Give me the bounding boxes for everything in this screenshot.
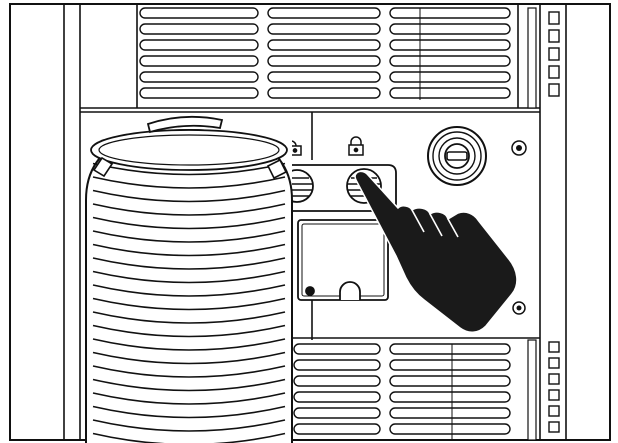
hose-rib [92,189,286,203]
side-rail [527,339,537,441]
louver-slot [293,359,381,371]
louver-slot [389,87,511,99]
outer-border [9,3,611,441]
louver-slot [139,23,259,35]
hose-rib [92,365,286,378]
side-tab [548,83,560,97]
hose-clip-top [146,115,224,134]
louver-slot [267,39,381,51]
louver-slot [389,391,511,403]
cabinet-frame [63,4,567,440]
hose-outline [85,128,293,443]
side-tab [548,357,560,369]
right-side-tabs [527,7,560,441]
side-tab [548,29,560,43]
side-tab [548,11,560,25]
hose-rib [92,284,286,297]
side-tab [548,341,560,353]
louver-slot [139,71,259,83]
louver-slot [389,55,511,67]
hose-rib [92,432,286,443]
louver-slot [389,23,511,35]
louver-slot [267,23,381,35]
hose-rib [92,392,286,405]
hose-rib [92,162,286,176]
screw-right [511,140,527,156]
hose-rib [92,419,286,432]
access-hatch [297,219,389,301]
side-tab [548,389,560,401]
exhaust-hose [85,128,293,443]
hose-rib [92,378,286,392]
hose-rib [92,216,286,230]
louver-slot [267,87,381,99]
bottom-vent-grille [293,343,511,440]
louver-slot [267,55,381,67]
hose-rib [92,257,286,270]
louver-slot [293,343,381,355]
louver-slot [293,391,381,403]
hose-rib [92,324,286,338]
louver-slot [267,7,381,19]
louver-slot [389,39,511,51]
louver-slot [139,55,259,67]
louver-slot [389,359,511,371]
hose-rib [92,311,286,324]
hose-rib [92,405,286,419]
side-tab [548,405,560,417]
louver-slot [293,423,381,435]
louver-slot [293,407,381,419]
hose-rib [92,338,286,351]
hose-clip-right [266,158,288,180]
locked-padlock-icon [348,136,364,156]
hose-cuff [90,129,288,171]
hose-rib [92,243,286,257]
louver-slot [389,71,511,83]
louver-slot [389,375,511,387]
hose-rib [92,230,286,243]
louver-slot [389,343,511,355]
side-tab [548,373,560,385]
hose-clip-left [92,156,114,178]
side-rail [527,7,537,109]
hose-rib [92,270,286,284]
hose-rib [92,297,286,311]
side-tab [548,47,560,61]
pointing-hand-icon [354,170,518,333]
rotary-knob-icon [427,126,487,186]
louver-slot [267,71,381,83]
hose-cuff-inner [98,134,280,166]
side-tab [548,65,560,79]
hose-rib [92,176,286,189]
side-tab [548,421,560,433]
screw-lower-right [512,301,526,315]
louver-slot [139,39,259,51]
hose-rib [92,203,286,216]
hose-rib [92,351,286,365]
louver-slot [389,423,511,435]
louver-slot [139,87,259,99]
louver-slot [139,7,259,19]
louver-slot [293,375,381,387]
louver-slot [389,7,511,19]
top-vent-grille [139,7,511,100]
louver-slot [389,407,511,419]
